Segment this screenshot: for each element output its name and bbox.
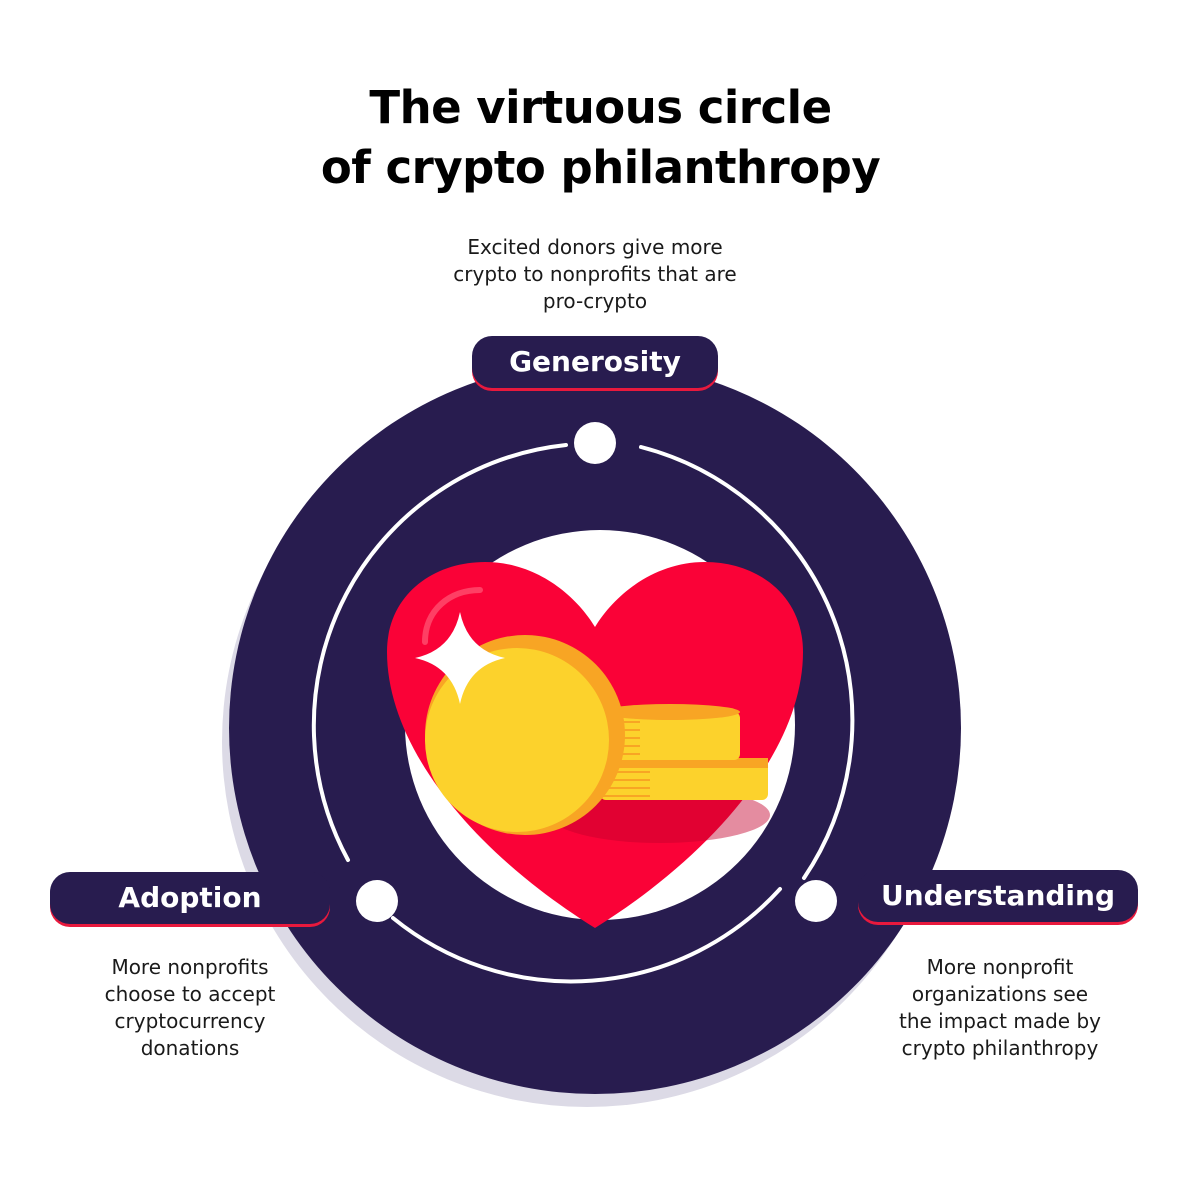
orbit-arc-top-right (639, 445, 855, 880)
understanding-label: Understanding (858, 870, 1138, 922)
diagram-title: The virtuous circle of crypto philanthro… (0, 78, 1201, 198)
orbit-arcs (311, 443, 855, 984)
orbit-node-top (574, 422, 616, 464)
orbit-arc-left (311, 443, 568, 862)
understanding-description: More nonprofit organizations see the imp… (899, 955, 1101, 1060)
adoption-description: More nonprofits choose to accept cryptoc… (104, 955, 276, 1060)
generosity-label: Generosity (472, 336, 718, 388)
orbit-node-right (795, 880, 837, 922)
orbit-node-left (356, 880, 398, 922)
heart-with-coins-icon (387, 562, 803, 928)
sparkle-icon (415, 612, 505, 704)
generosity-description: Excited donors give more crypto to nonpr… (453, 235, 737, 313)
title-line-2: of crypto philanthropy (320, 141, 881, 194)
coin-stack-upper (600, 712, 740, 760)
coin-stack-lower (600, 758, 768, 800)
adoption-label: Adoption (50, 872, 330, 924)
big-coin-face (425, 648, 609, 832)
orbit-arc-bottom (391, 887, 782, 984)
title-line-1: The virtuous circle (369, 81, 832, 134)
